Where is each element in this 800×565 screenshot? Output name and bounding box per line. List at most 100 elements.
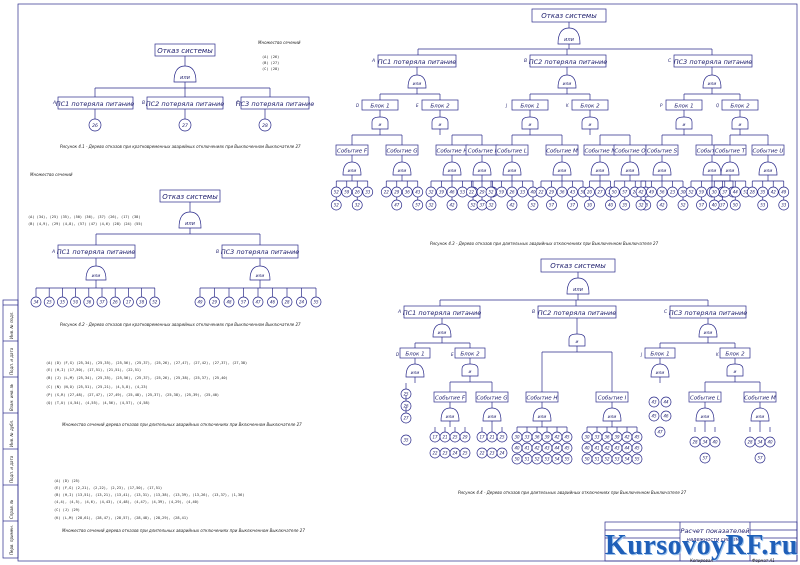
fig43-leaf: [425, 199, 437, 211]
fig42-leaf: [238, 296, 249, 308]
basic-event-label: 22: [538, 190, 544, 195]
basic-event-label: 34: [757, 440, 763, 445]
event-box-label: Событие R: [697, 149, 728, 155]
event-box-label: Событие M: [744, 396, 776, 402]
fig41-top-label: Отказ системы: [157, 47, 213, 55]
basic-event-label: 35: [760, 190, 766, 195]
fig42-caption: Рисунок 4.2 - Дерево отказов при кратков…: [60, 322, 301, 327]
fig43-leaf: [527, 199, 539, 211]
basic-event-label: 44: [624, 446, 630, 451]
basic-event-label: 57: [757, 456, 763, 461]
basic-event: [631, 442, 643, 454]
fig42-leaf: [57, 296, 68, 308]
and-gate: [726, 363, 744, 377]
basic-event-label: 57: [241, 300, 247, 305]
basic-event-label: 37: [720, 203, 726, 208]
fig44-ps2: ПС2 потеряла питание: [538, 309, 617, 317]
cutset-table-row: (A) (D) (25): [54, 479, 80, 483]
basic-event-label: 45: [564, 446, 570, 451]
and-gate-label: и: [734, 370, 737, 375]
basic-event-label: 32: [355, 203, 361, 208]
fig43-leaf: [646, 186, 657, 198]
basic-event-label: 52: [604, 457, 610, 462]
fig42-leaf: [149, 296, 161, 308]
basic-event-label: 47: [394, 203, 400, 208]
basic-event-label: 33: [594, 435, 600, 440]
and-gate: [521, 116, 539, 130]
basic-event-label: 46: [449, 190, 455, 195]
basic-event-label: 26: [355, 190, 361, 195]
fig42-leaf: [252, 296, 264, 308]
basic-event: [648, 396, 660, 408]
title-block-copy: Копировал: [690, 558, 713, 563]
basic-event-label: 21: [442, 435, 447, 440]
basic-event: [631, 453, 643, 465]
fig41-caption: Рисунок 4.1 - Дерево отказов при кратков…: [60, 144, 301, 149]
title-block-subtitle: надежности системы: [687, 537, 744, 543]
branch-letter: P: [660, 103, 663, 108]
or-gate-label: или: [508, 169, 517, 174]
fig43-leaf: [757, 199, 769, 211]
basic-event: [400, 434, 412, 446]
fig44-letter-b: B: [532, 309, 535, 315]
basic-event-label: 25: [499, 435, 505, 440]
and-gate: [675, 116, 693, 130]
fig43-leaf: [594, 186, 606, 198]
basic-event-label: 42: [604, 446, 610, 451]
basic-event-label: 40: [584, 446, 590, 451]
basic-event-label: 40: [712, 203, 718, 208]
basic-event-label: 41: [524, 446, 529, 451]
basic-event-label: 37: [570, 203, 576, 208]
basic-event-label: 26: [509, 190, 515, 195]
margin-label: Подп. и дата: [9, 347, 14, 375]
cuts2-caption: Множество сечений дерева отказов при дли…: [62, 528, 305, 533]
and-gate-label: и: [529, 123, 532, 128]
branch-letter: E: [451, 352, 454, 357]
fig43-leaf: [584, 199, 595, 211]
basic-event-label: 57: [622, 190, 628, 195]
cutset-table-row: (P) (S,R) (27,48), (27,47), (27,49), (25…: [46, 393, 219, 397]
fig43-ps2: ПС2 потеряла питание: [529, 58, 608, 66]
basic-event-label: 55: [313, 300, 319, 305]
event-box-label: Событие I: [468, 149, 497, 155]
branch-letter: J: [640, 352, 643, 357]
fig43-leaf: [696, 199, 707, 211]
event-box-label: Событие U: [753, 149, 784, 155]
cutset-table-row: (E) (F,G) (2,21), (2,22), (2,23), (17,50…: [54, 486, 162, 490]
block-box-label: Блок 2: [730, 104, 750, 110]
basic-event-label: 42: [509, 203, 515, 208]
and-gate-label: и: [576, 340, 579, 345]
basic-event-label: 36: [405, 190, 411, 195]
fig43-ps1: ПС1 потеряла питание: [378, 58, 457, 66]
basic-event: [764, 436, 776, 448]
basic-event-label: 42: [449, 203, 455, 208]
fig41-cutset-row: (C) (28): [262, 67, 279, 71]
basic-event-label: 53: [614, 457, 620, 462]
fig42-leaf: [123, 296, 134, 308]
or-gate: [405, 363, 425, 378]
fig42-leaf: [43, 296, 55, 308]
basic-event-label: 38: [139, 300, 145, 305]
fig43-leaf: [351, 199, 363, 211]
basic-event-label: 42: [771, 190, 777, 195]
or-gate: [472, 161, 492, 176]
event-box-label: Событие F: [435, 396, 466, 402]
and-gate-label: и: [469, 370, 472, 375]
basic-event-label: 52: [470, 203, 476, 208]
fig43-leaf: [506, 199, 518, 211]
or-gate: [695, 407, 715, 422]
basic-event-label: 50: [580, 190, 586, 195]
basic-event-label: 40: [514, 446, 520, 451]
basic-event-label: 34: [702, 440, 708, 445]
or-gate: [702, 161, 722, 176]
or-gate-label: или: [446, 415, 455, 420]
block-box-label: Блок 1: [370, 104, 389, 110]
basic-event-label: 37: [99, 300, 105, 305]
fig44-letter-c: C: [664, 309, 668, 315]
basic-event-label: 32: [428, 203, 434, 208]
or-gate-label: или: [708, 169, 717, 174]
and-gate-label: и: [439, 123, 442, 128]
or-gate: [552, 161, 572, 176]
fig42-leaf: [109, 296, 121, 308]
fig43-top-label: Отказ системы: [541, 12, 597, 20]
